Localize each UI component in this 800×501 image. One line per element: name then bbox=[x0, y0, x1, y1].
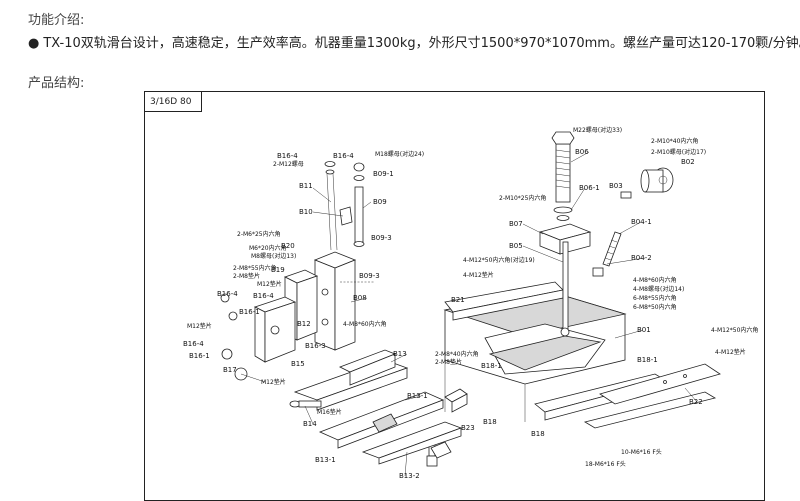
leader-lines bbox=[304, 151, 698, 477]
label-b21: B21 bbox=[451, 296, 465, 304]
label-b20: B20 bbox=[281, 242, 295, 250]
label-b03: B03 bbox=[609, 182, 623, 190]
label-b09: B09 bbox=[373, 198, 387, 206]
label-m8x50: 6-M8*50内六角 bbox=[633, 303, 677, 311]
label-m8x40: 2-M8*40内六角 bbox=[435, 350, 479, 358]
label-m8-nut: 4-M8螺母(对边14) bbox=[633, 285, 684, 293]
label-b02: B02 bbox=[681, 158, 695, 166]
label-b16-4c: B16-4 bbox=[217, 290, 238, 298]
clamp-block bbox=[538, 223, 592, 337]
label-b18b: B18 bbox=[531, 430, 545, 438]
label-b13-1: B13-1 bbox=[407, 392, 428, 400]
label-b09-3b: B09-3 bbox=[359, 272, 380, 280]
label-b16-4e: B16-4 bbox=[183, 340, 204, 348]
exploded-assembly-drawing: 3/16D 80 bbox=[144, 91, 765, 501]
label-m6x25: 2-M6*25内六角 bbox=[237, 230, 281, 238]
label-m12b: 4-M12垫片 bbox=[715, 348, 746, 356]
lower-plates bbox=[318, 391, 463, 465]
label-b13: B13 bbox=[393, 350, 407, 358]
bullet-icon: ● bbox=[28, 36, 40, 51]
label-b13-2: B13-2 bbox=[399, 472, 420, 480]
label-m12-washer-c: M12垫片 bbox=[257, 280, 282, 288]
label-b01: B01 bbox=[637, 326, 651, 334]
label-m12x50a: 4-M12*50内六角(对边19) bbox=[463, 256, 535, 264]
label-m6x16b: 18-M6*16 F头 bbox=[585, 460, 626, 468]
label-m8x60b: 4-M8*60内六角 bbox=[343, 320, 387, 328]
label-m6x20: M6*20内六角 bbox=[249, 244, 287, 252]
label-b16-1b: B16-1 bbox=[189, 352, 210, 360]
label-b09-3: B09-3 bbox=[371, 234, 392, 242]
label-m16-washer: M16垫片 bbox=[317, 408, 342, 416]
label-m12-washer-d: M12垫片 bbox=[187, 322, 212, 330]
base-slab bbox=[293, 349, 409, 411]
label-b17: B17 bbox=[223, 366, 237, 374]
vertical-block bbox=[313, 251, 375, 351]
drawing-title-block: 3/16D 80 bbox=[145, 92, 202, 112]
label-b07: B07 bbox=[509, 220, 523, 228]
label-b22: B22 bbox=[689, 398, 703, 406]
label-b15: B15 bbox=[291, 360, 305, 368]
label-b12: B12 bbox=[297, 320, 311, 328]
intro-paragraph: ●TX-10双轨滑台设计，高速稳定，生产效率高。机器重量1300kg，外形尺寸1… bbox=[28, 32, 800, 51]
label-b18-1b: B18-1 bbox=[637, 356, 658, 364]
label-b16-4d: B16-4 bbox=[253, 292, 274, 300]
part-labels: B06 M22螺母(对边33) 2-M10*40内六角 2-M10螺母(对边17… bbox=[183, 126, 758, 480]
label-m10x25: 2-M10*25内六角 bbox=[499, 194, 546, 202]
structure-heading: 产品结构: bbox=[28, 76, 85, 91]
label-b16-3: B16-3 bbox=[305, 342, 326, 350]
label-b08: B08 bbox=[353, 294, 367, 302]
label-m22-nut: M22螺母(对边33) bbox=[573, 126, 622, 134]
intro-text: TX-10双轨滑台设计，高速稳定，生产效率高。机器重量1300kg，外形尺寸15… bbox=[43, 36, 800, 51]
label-m8-washer2: 2-M8垫片 bbox=[233, 272, 260, 280]
label-m8x60: 4-M8*60内六角 bbox=[633, 276, 677, 284]
label-m8-washer: 2-M8垫片 bbox=[435, 358, 462, 366]
label-b16-1: B16-1 bbox=[239, 308, 260, 316]
label-b13-1b: B13-1 bbox=[315, 456, 336, 464]
label-b11: B11 bbox=[299, 182, 313, 190]
label-m12x50b: 4-M12*50内六角 bbox=[711, 326, 758, 334]
label-m6x16a: 10-M6*16 F头 bbox=[621, 448, 662, 456]
threaded-arm bbox=[592, 231, 622, 277]
label-m8-nut2: M8螺母(对边13) bbox=[251, 252, 296, 260]
label-b04-1: B04-1 bbox=[631, 218, 652, 226]
label-m10-nut: 2-M10螺母(对边17) bbox=[651, 148, 706, 156]
label-b19: B19 bbox=[271, 266, 285, 274]
drawing-svg: B06 M22螺母(对边33) 2-M10*40内六角 2-M10螺母(对边17… bbox=[183, 126, 758, 480]
label-m8x55: 6-M8*55内六角 bbox=[633, 294, 677, 302]
label-b14: B14 bbox=[303, 420, 317, 428]
label-m18-nut: M18螺母(对边24) bbox=[375, 150, 424, 158]
label-m12a: 4-M12垫片 bbox=[463, 271, 494, 279]
label-b06-1: B06-1 bbox=[579, 184, 600, 192]
label-m12-washer-e: M12垫片 bbox=[261, 378, 286, 386]
label-b05: B05 bbox=[509, 242, 523, 250]
label-m8x55b: 2-M8*55内六角 bbox=[233, 264, 277, 272]
front-plate bbox=[253, 296, 297, 363]
vertical-rods bbox=[324, 161, 365, 251]
left-bolts bbox=[220, 293, 452, 459]
label-b10: B10 bbox=[299, 208, 313, 216]
rail-plate bbox=[599, 363, 721, 405]
label-b18-1: B18-1 bbox=[481, 362, 502, 370]
intro-heading: 功能介绍: bbox=[28, 13, 85, 28]
label-b23: B23 bbox=[461, 424, 475, 432]
label-b06: B06 bbox=[575, 148, 589, 156]
label-m10x40: 2-M10*40内六角 bbox=[651, 137, 698, 145]
cylinder-part bbox=[620, 167, 674, 199]
label-m12-nut: 2-M12螺母 bbox=[273, 160, 304, 168]
label-b16-4b: B16-4 bbox=[333, 152, 354, 160]
threaded-rod bbox=[551, 131, 575, 221]
label-b18: B18 bbox=[483, 418, 497, 426]
label-b09-1: B09-1 bbox=[373, 170, 394, 178]
label-b16-4: B16-4 bbox=[277, 152, 298, 160]
label-b04-2: B04-2 bbox=[631, 254, 652, 262]
